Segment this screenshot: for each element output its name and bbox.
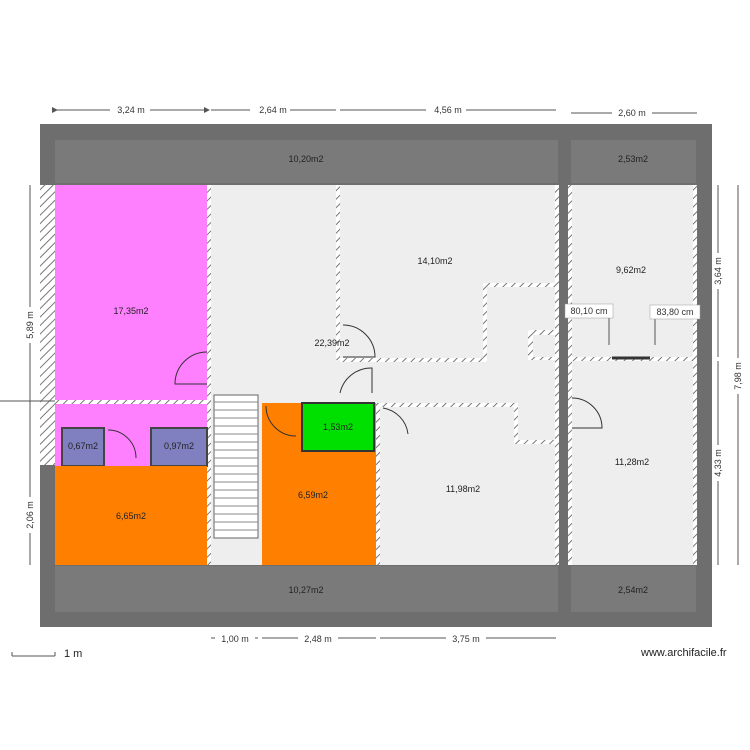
partition-8 bbox=[483, 283, 558, 287]
room-area-label: 6,65m2 bbox=[116, 511, 146, 521]
room-area-label: 11,98m2 bbox=[446, 484, 480, 494]
interior-floor-right bbox=[571, 185, 696, 565]
partition-6 bbox=[340, 358, 485, 362]
dimension-label: 3,24 m bbox=[117, 105, 145, 115]
dimension-label: 2,60 m bbox=[618, 108, 646, 118]
duct-inner bbox=[533, 335, 555, 357]
room-area-label: 10,27m2 bbox=[288, 585, 323, 595]
partition-1 bbox=[207, 185, 211, 565]
partition-11 bbox=[514, 440, 558, 444]
room-area-label: 17,35m2 bbox=[113, 306, 148, 316]
dimension-label: 80,10 cm bbox=[570, 306, 607, 316]
room-area-label: 22,39m2 bbox=[314, 338, 349, 348]
partition-13 bbox=[376, 403, 380, 565]
room-area-label: 10,20m2 bbox=[288, 154, 323, 164]
attic-bottom-left bbox=[55, 566, 558, 612]
attic-top-right bbox=[571, 140, 696, 183]
room-area-label: 0,97m2 bbox=[164, 441, 194, 451]
room-area-label: 9,62m2 bbox=[616, 265, 646, 275]
partition-14 bbox=[55, 400, 207, 404]
dimension-label: 4,33 m bbox=[713, 449, 723, 477]
partition-7 bbox=[483, 285, 487, 362]
room-area-label: 1,53m2 bbox=[323, 422, 353, 432]
dimension-label: 2,64 m bbox=[259, 105, 287, 115]
room-area-label: 6,59m2 bbox=[298, 490, 328, 500]
pink-room bbox=[55, 185, 207, 400]
dimension-label: 2,06 m bbox=[25, 501, 35, 529]
attic-bottom-right bbox=[571, 566, 696, 612]
dimension-label: 83,80 cm bbox=[656, 307, 693, 317]
green-room bbox=[301, 402, 375, 452]
staircase bbox=[213, 394, 259, 539]
closet-left bbox=[61, 427, 105, 467]
room-area-label: 2,53m2 bbox=[618, 154, 648, 164]
dimension-label: 4,56 m bbox=[434, 105, 462, 115]
dimension-label: 2,48 m bbox=[304, 634, 332, 644]
scale-label: 1 m bbox=[64, 648, 83, 660]
partition-10 bbox=[514, 403, 518, 443]
dimension-label: 1,00 m bbox=[221, 634, 249, 644]
partition-5 bbox=[693, 185, 697, 565]
dimension-label: 7,98 m bbox=[733, 362, 743, 390]
room-area-label: 11,28m2 bbox=[615, 457, 649, 467]
closet-right bbox=[150, 427, 208, 467]
attic-top-left bbox=[55, 140, 558, 183]
room-area-label: 2,54m2 bbox=[618, 585, 648, 595]
dimension-label: 5,89 m bbox=[25, 311, 35, 339]
dimension-label: 3,64 m bbox=[713, 257, 723, 285]
partition-2 bbox=[336, 185, 340, 360]
dimension-label: 3,75 m bbox=[452, 634, 480, 644]
doors bbox=[107, 324, 603, 459]
partition-3 bbox=[555, 185, 559, 565]
room-area-label: 14,10m2 bbox=[417, 256, 452, 266]
partition-9 bbox=[376, 403, 516, 407]
orange-room-left bbox=[55, 466, 207, 565]
room-area-label: 0,67m2 bbox=[68, 441, 98, 451]
hatched-wall-left bbox=[40, 185, 55, 465]
partition-4 bbox=[568, 185, 572, 565]
watermark: www.archifacile.fr bbox=[641, 647, 727, 659]
